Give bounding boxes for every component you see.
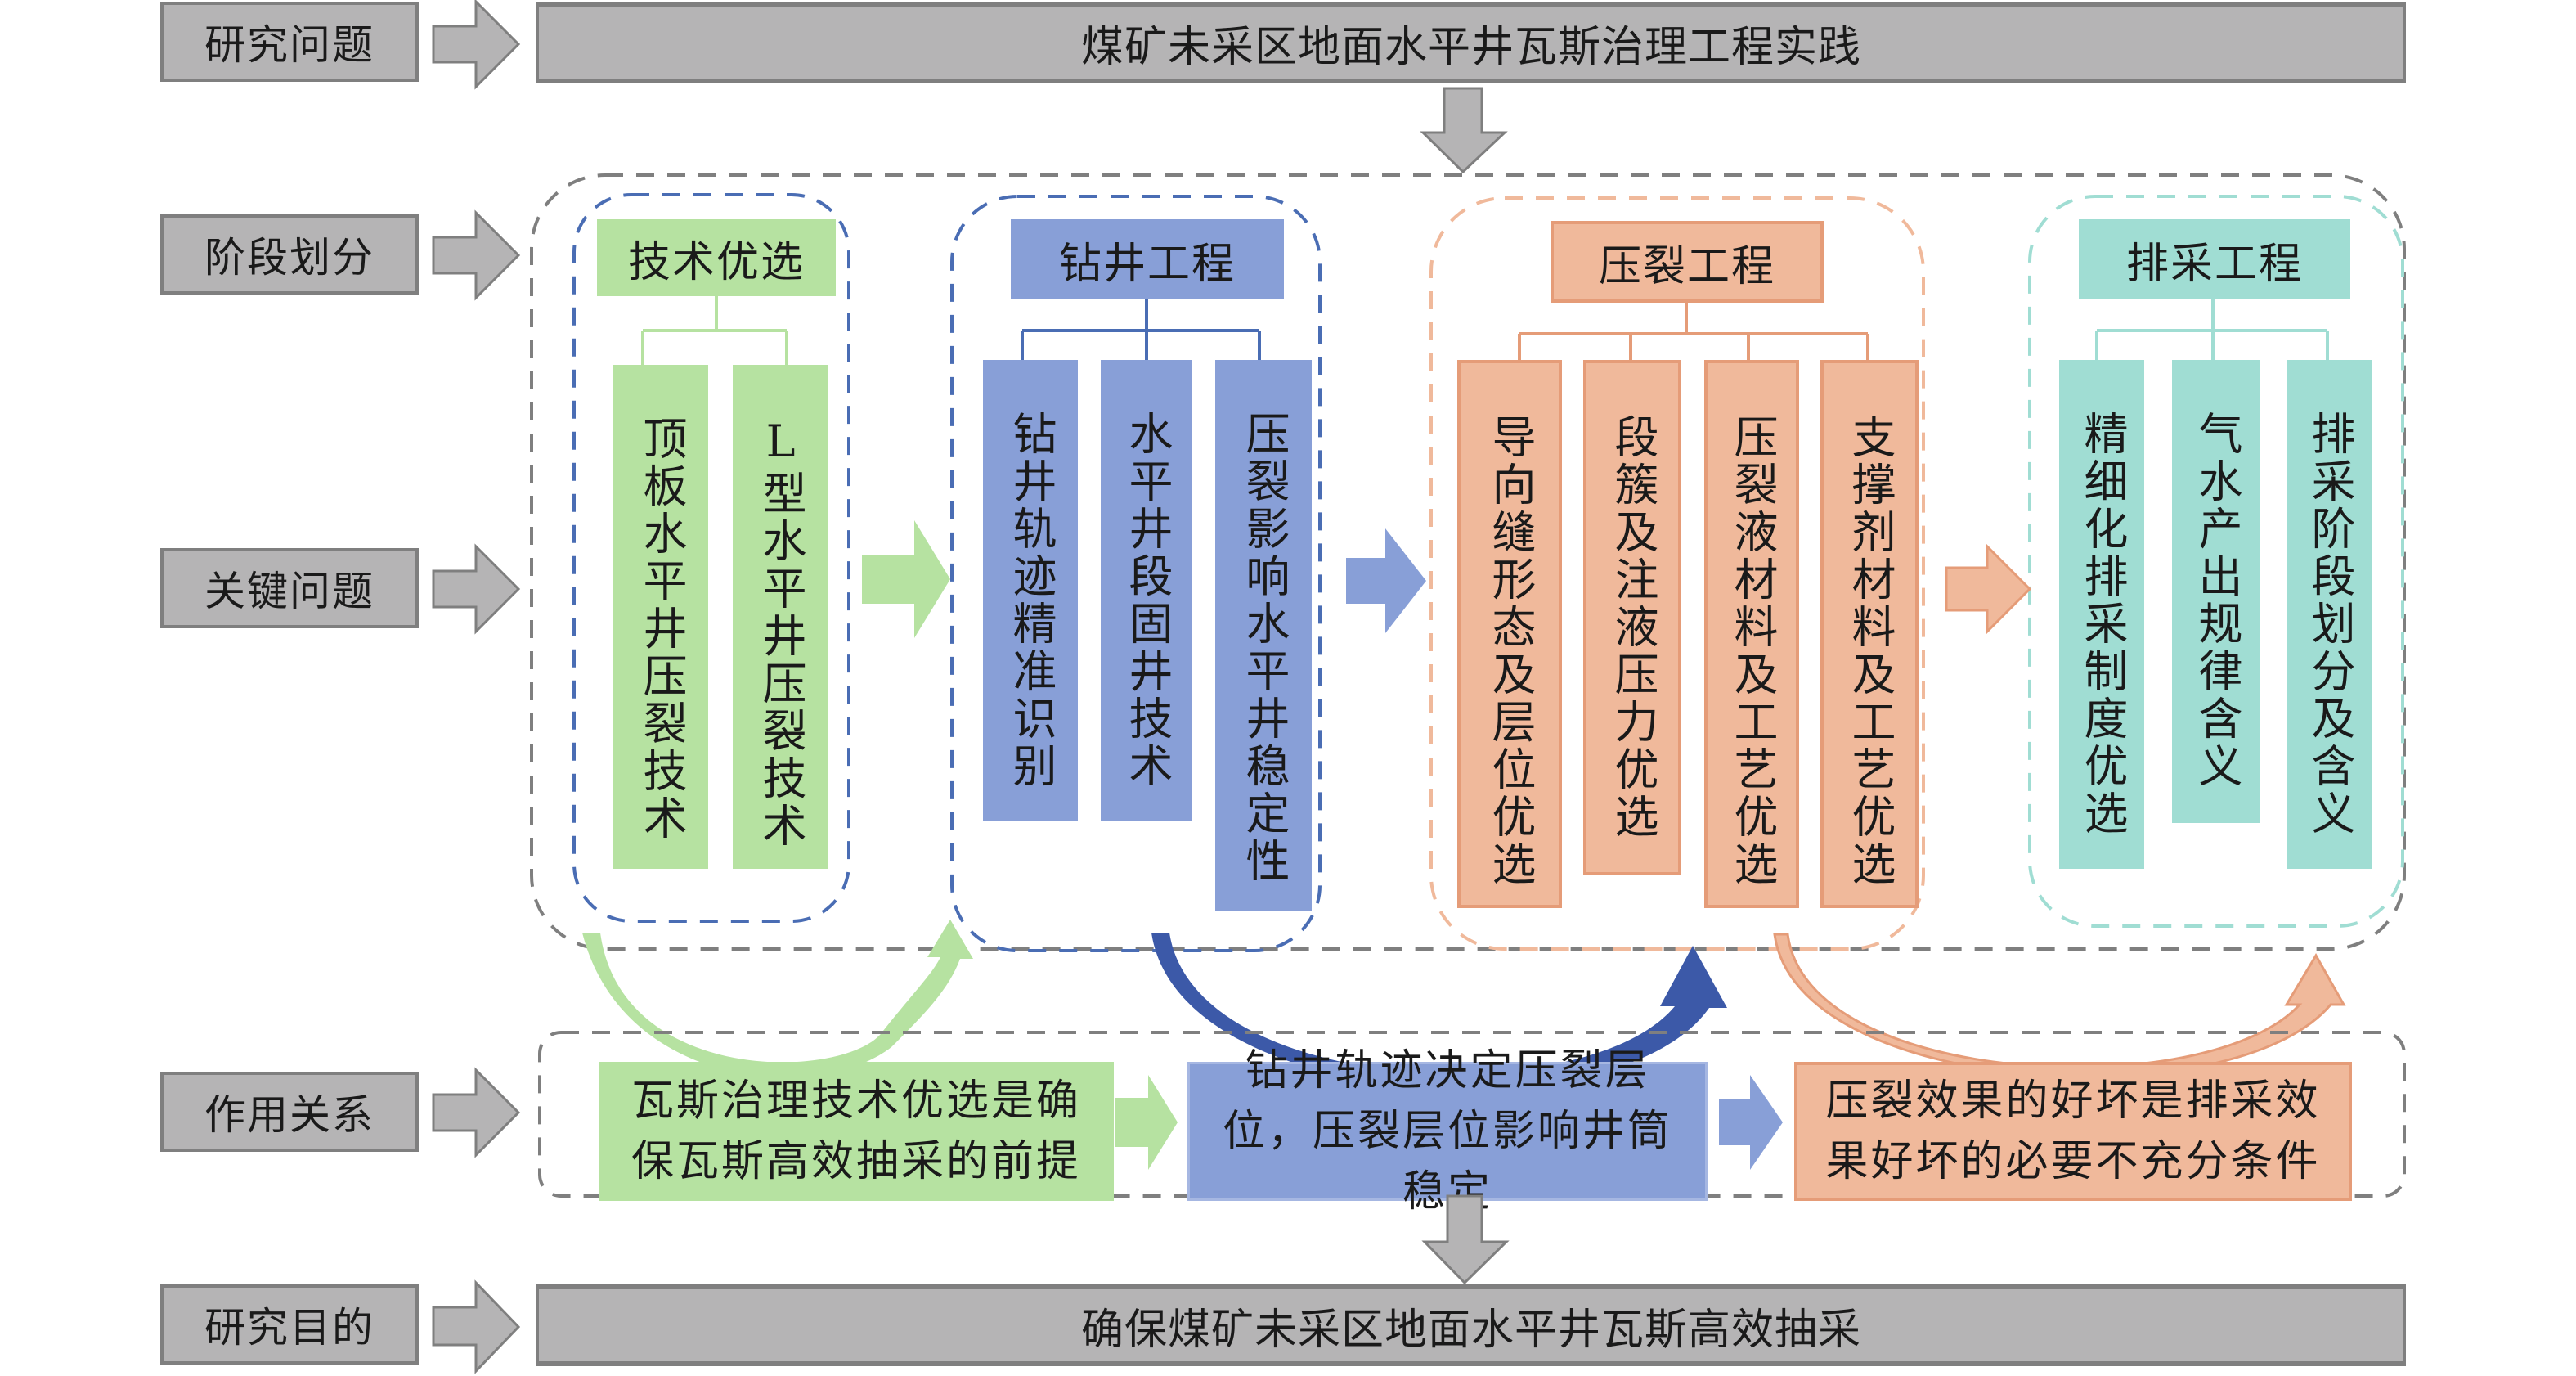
stage-title-drainage: 排采工程 xyxy=(2079,219,2350,299)
arrow-relation-2-to-3 xyxy=(1719,1075,1783,1170)
right-arrow-icon xyxy=(432,209,521,301)
label-text: 作用关系 xyxy=(204,1091,375,1139)
label-key-problems: 关键问题 xyxy=(160,548,419,628)
label-text: 研究目的 xyxy=(204,1304,375,1351)
right-arrow-icon xyxy=(432,1279,521,1374)
curve-arrow-blue xyxy=(1151,933,1727,1090)
stage-title-tech-selection: 技术优选 xyxy=(597,219,836,296)
label-research-goal: 研究目的 xyxy=(160,1284,419,1365)
right-arrow-icon xyxy=(432,543,521,635)
panel-border-drilling xyxy=(950,195,1322,952)
right-arrow-icon xyxy=(432,1067,521,1158)
curve-arrow-orange xyxy=(1773,933,2346,1078)
key-problem-item: 钻井轨迹精准识别 xyxy=(983,360,1078,821)
stage-title-text: 排采工程 xyxy=(2125,239,2303,289)
stage-title-text: 压裂工程 xyxy=(1598,241,1775,291)
top-bar-text: 煤矿未采区地面水平井瓦斯治理工程实践 xyxy=(1080,22,1861,72)
right-arrow-icon xyxy=(432,0,521,90)
relation-box-drilling: 钻井轨迹决定压裂层位，压裂层位影响井筒稳定 xyxy=(1187,1046,1708,1216)
bottom-bar-research-goal: 确保煤矿未采区地面水平井瓦斯高效抽采 xyxy=(536,1284,2406,1366)
label-relationships: 作用关系 xyxy=(160,1072,419,1152)
arrow-drilling-to-fracturing xyxy=(1346,528,1426,633)
relation-text: 钻井轨迹决定压裂层位，压裂层位影响井筒稳定 xyxy=(1222,1046,1672,1216)
panel-border-tech xyxy=(572,193,850,923)
key-problem-item: L型水平井压裂技术 xyxy=(733,365,828,869)
item-text: 排采阶段划分及含义 xyxy=(2304,411,2355,838)
arrow-tech-to-drilling xyxy=(862,520,950,638)
connector-drainage xyxy=(2095,299,2329,360)
stage-title-text: 钻井工程 xyxy=(1058,239,1236,289)
connector-drilling xyxy=(1021,299,1261,360)
bottom-bar-text: 确保煤矿未采区地面水平井瓦斯高效抽采 xyxy=(1080,1305,1861,1355)
key-problem-item: 精细化排采制度优选 xyxy=(2059,360,2144,869)
key-problem-item: 排采阶段划分及含义 xyxy=(2287,360,2372,869)
key-problem-item: 支撑剂材料及工艺优选 xyxy=(1820,360,1919,908)
relation-box-tech: 瓦斯治理技术优选是确保瓦斯高效抽采的前提 xyxy=(599,1062,1114,1201)
key-problem-item: 段簇及注液压力优选 xyxy=(1583,360,1681,875)
item-text: 压裂液材料及工艺优选 xyxy=(1726,414,1778,888)
panel-border-fracturing xyxy=(1429,196,1925,951)
connector-tech xyxy=(641,296,788,365)
key-problem-item: 水平井段固井技术 xyxy=(1101,360,1192,821)
item-text: 段簇及注液压力优选 xyxy=(1607,414,1658,841)
top-bar-research-topic: 煤矿未采区地面水平井瓦斯治理工程实践 xyxy=(536,2,2406,83)
item-text: 气水产出规律含义 xyxy=(2191,411,2242,790)
stage-title-fracturing: 压裂工程 xyxy=(1551,221,1824,303)
item-text: L型水平井压裂技术 xyxy=(755,416,806,850)
arrow-fracturing-to-drainage xyxy=(1945,543,2032,635)
label-text: 阶段划分 xyxy=(204,234,375,281)
arrow-relation-1-to-2 xyxy=(1115,1075,1178,1170)
item-text: 水平井段固井技术 xyxy=(1121,411,1173,790)
label-text: 研究问题 xyxy=(204,21,375,69)
stage-title-drilling: 钻井工程 xyxy=(1011,219,1284,299)
stage-title-text: 技术优选 xyxy=(627,237,805,287)
curve-arrow-green xyxy=(582,920,973,1078)
key-problem-item: 气水产出规律含义 xyxy=(2172,360,2260,823)
key-problem-item: 顶板水平井压裂技术 xyxy=(613,365,708,869)
connector-fracturing xyxy=(1518,303,1869,360)
relation-box-fracturing: 压裂效果的好坏是排采效果好坏的必要不充分条件 xyxy=(1794,1062,2352,1201)
label-research-question: 研究问题 xyxy=(160,2,419,82)
panel-border-drainage xyxy=(2028,195,2404,928)
label-stage-division: 阶段划分 xyxy=(160,214,419,295)
relation-text: 瓦斯治理技术优选是确保瓦斯高效抽采的前提 xyxy=(631,1077,1081,1186)
key-problem-item: 导向缝形态及层位优选 xyxy=(1457,360,1562,908)
down-arrow-icon xyxy=(1421,1194,1510,1285)
item-text: 钻井轨迹精准识别 xyxy=(1005,411,1057,790)
relation-text: 压裂效果的好坏是排采效果好坏的必要不充分条件 xyxy=(1825,1077,2321,1186)
stages-container xyxy=(530,173,2406,951)
item-text: 精细化排采制度优选 xyxy=(2076,411,2128,838)
label-text: 关键问题 xyxy=(204,568,375,615)
down-arrow-icon xyxy=(1420,87,1508,174)
item-text: 导向缝形态及层位优选 xyxy=(1484,414,1536,888)
key-problem-item: 压裂液材料及工艺优选 xyxy=(1704,360,1799,908)
item-text: 顶板水平井压裂技术 xyxy=(635,416,687,843)
item-text: 支撑剂材料及工艺优选 xyxy=(1844,414,1896,888)
item-text: 压裂影响水平井稳定性 xyxy=(1238,411,1290,885)
key-problem-item: 压裂影响水平井稳定性 xyxy=(1215,360,1312,911)
relations-container xyxy=(538,1031,2406,1198)
